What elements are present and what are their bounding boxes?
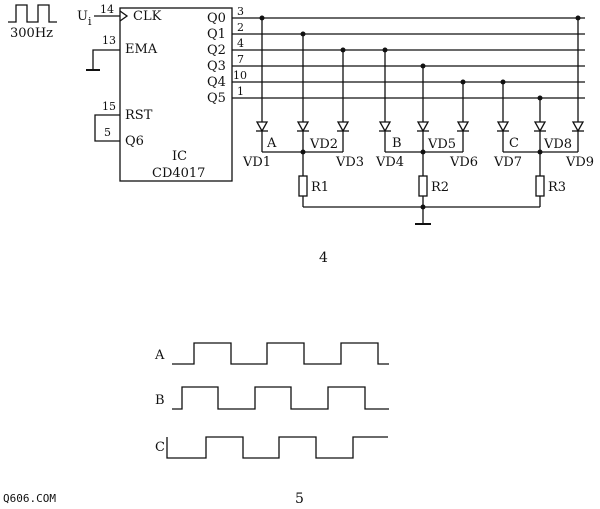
figure-number-5: 5 xyxy=(295,491,304,507)
node-label-b: B xyxy=(392,136,402,151)
diode-label-vd7: VD7 xyxy=(493,155,522,170)
svg-text:Q2: Q2 xyxy=(207,43,226,58)
clock-source-symbol: 300Hz xyxy=(8,4,57,41)
watermark-text: Q606.COM xyxy=(3,492,56,505)
waveform-c xyxy=(166,436,388,459)
svg-text:10: 10 xyxy=(233,69,247,82)
diode-label-vd4: VD4 xyxy=(375,155,404,170)
pin-ema-label: EMA xyxy=(125,42,158,57)
diode-label-vd3: VD3 xyxy=(335,155,364,170)
svg-text:Q1: Q1 xyxy=(207,27,226,42)
pin-ema-number: 13 xyxy=(102,34,116,47)
diode-vd6 xyxy=(456,121,470,133)
waveform-label-b: B xyxy=(155,393,165,408)
diode-symbols xyxy=(255,121,585,133)
ema-wire xyxy=(92,49,120,70)
node-label-a: A xyxy=(266,136,277,151)
output-q2: Q2 4 xyxy=(207,37,244,58)
svg-text:R2: R2 xyxy=(431,180,449,195)
output-q1: Q1 2 xyxy=(207,21,244,42)
diode-vd5 xyxy=(416,121,430,133)
waveform-label-a: A xyxy=(154,348,165,363)
output-q5: Q5 1 xyxy=(207,85,244,106)
diode-vd9 xyxy=(571,121,585,133)
clock-frequency-label: 300Hz xyxy=(10,26,53,41)
svg-text:R3: R3 xyxy=(548,180,566,195)
ic-name-label: IC xyxy=(172,149,187,164)
output-bus xyxy=(232,17,585,99)
ic-cd4017-body xyxy=(119,7,233,182)
svg-text:R1: R1 xyxy=(311,180,329,195)
diode-label-vd9: VD9 xyxy=(565,155,594,170)
diode-label-vd1: VD1 xyxy=(242,155,271,170)
input-label: U i xyxy=(77,9,92,28)
pin-clk-label: CLK xyxy=(133,9,162,24)
resistor-r1: R1 xyxy=(298,175,329,197)
output-q3: Q3 7 xyxy=(207,53,244,74)
pin-clk-number: 14 xyxy=(100,3,114,16)
svg-text:1: 1 xyxy=(237,85,244,98)
svg-text:2: 2 xyxy=(237,21,244,34)
waveform-a xyxy=(172,342,389,365)
svg-text:i: i xyxy=(88,15,92,28)
diode-label-vd5: VD5 xyxy=(427,137,456,152)
resistor-r3: R3 xyxy=(535,175,566,197)
diode-vd8 xyxy=(533,121,547,133)
waveform-label-c: C xyxy=(155,440,165,455)
output-q0: Q0 3 xyxy=(207,5,244,26)
pin-rst-number: 15 xyxy=(102,100,116,113)
diode-feed-wires xyxy=(261,18,579,122)
svg-text:7: 7 xyxy=(237,53,244,66)
pin-q6-number: 5 xyxy=(104,126,111,139)
svg-text:Q4: Q4 xyxy=(207,75,226,90)
diode-vd4 xyxy=(378,121,392,133)
rst-q6-loop-wire xyxy=(94,114,120,142)
diode-output-wires xyxy=(261,131,579,176)
node-label-c: C xyxy=(509,136,519,151)
waveform-b xyxy=(172,386,389,410)
svg-text:4: 4 xyxy=(237,37,244,50)
svg-text:Q3: Q3 xyxy=(207,59,226,74)
pin-rst-label: RST xyxy=(125,108,153,123)
diode-vd1 xyxy=(255,121,269,133)
svg-text:Q0: Q0 xyxy=(207,11,226,26)
resistor-r2: R2 xyxy=(418,175,449,197)
ic-part-label: CD4017 xyxy=(152,166,205,181)
resistor-ground-wires xyxy=(302,196,541,225)
clock-edge-marker xyxy=(119,10,129,22)
diode-label-vd2: VD2 xyxy=(309,137,338,152)
diode-vd3 xyxy=(336,121,350,133)
figure-number-4: 4 xyxy=(319,250,328,266)
svg-text:Q5: Q5 xyxy=(207,91,226,106)
pin-q6-label: Q6 xyxy=(125,134,144,149)
output-q4: Q4 10 xyxy=(207,69,247,90)
svg-text:U: U xyxy=(77,9,88,24)
diode-label-vd8: VD8 xyxy=(543,137,572,152)
diode-label-vd6: VD6 xyxy=(449,155,478,170)
diode-vd2 xyxy=(296,121,310,133)
svg-text:3: 3 xyxy=(237,5,244,18)
diode-vd7 xyxy=(496,121,510,133)
